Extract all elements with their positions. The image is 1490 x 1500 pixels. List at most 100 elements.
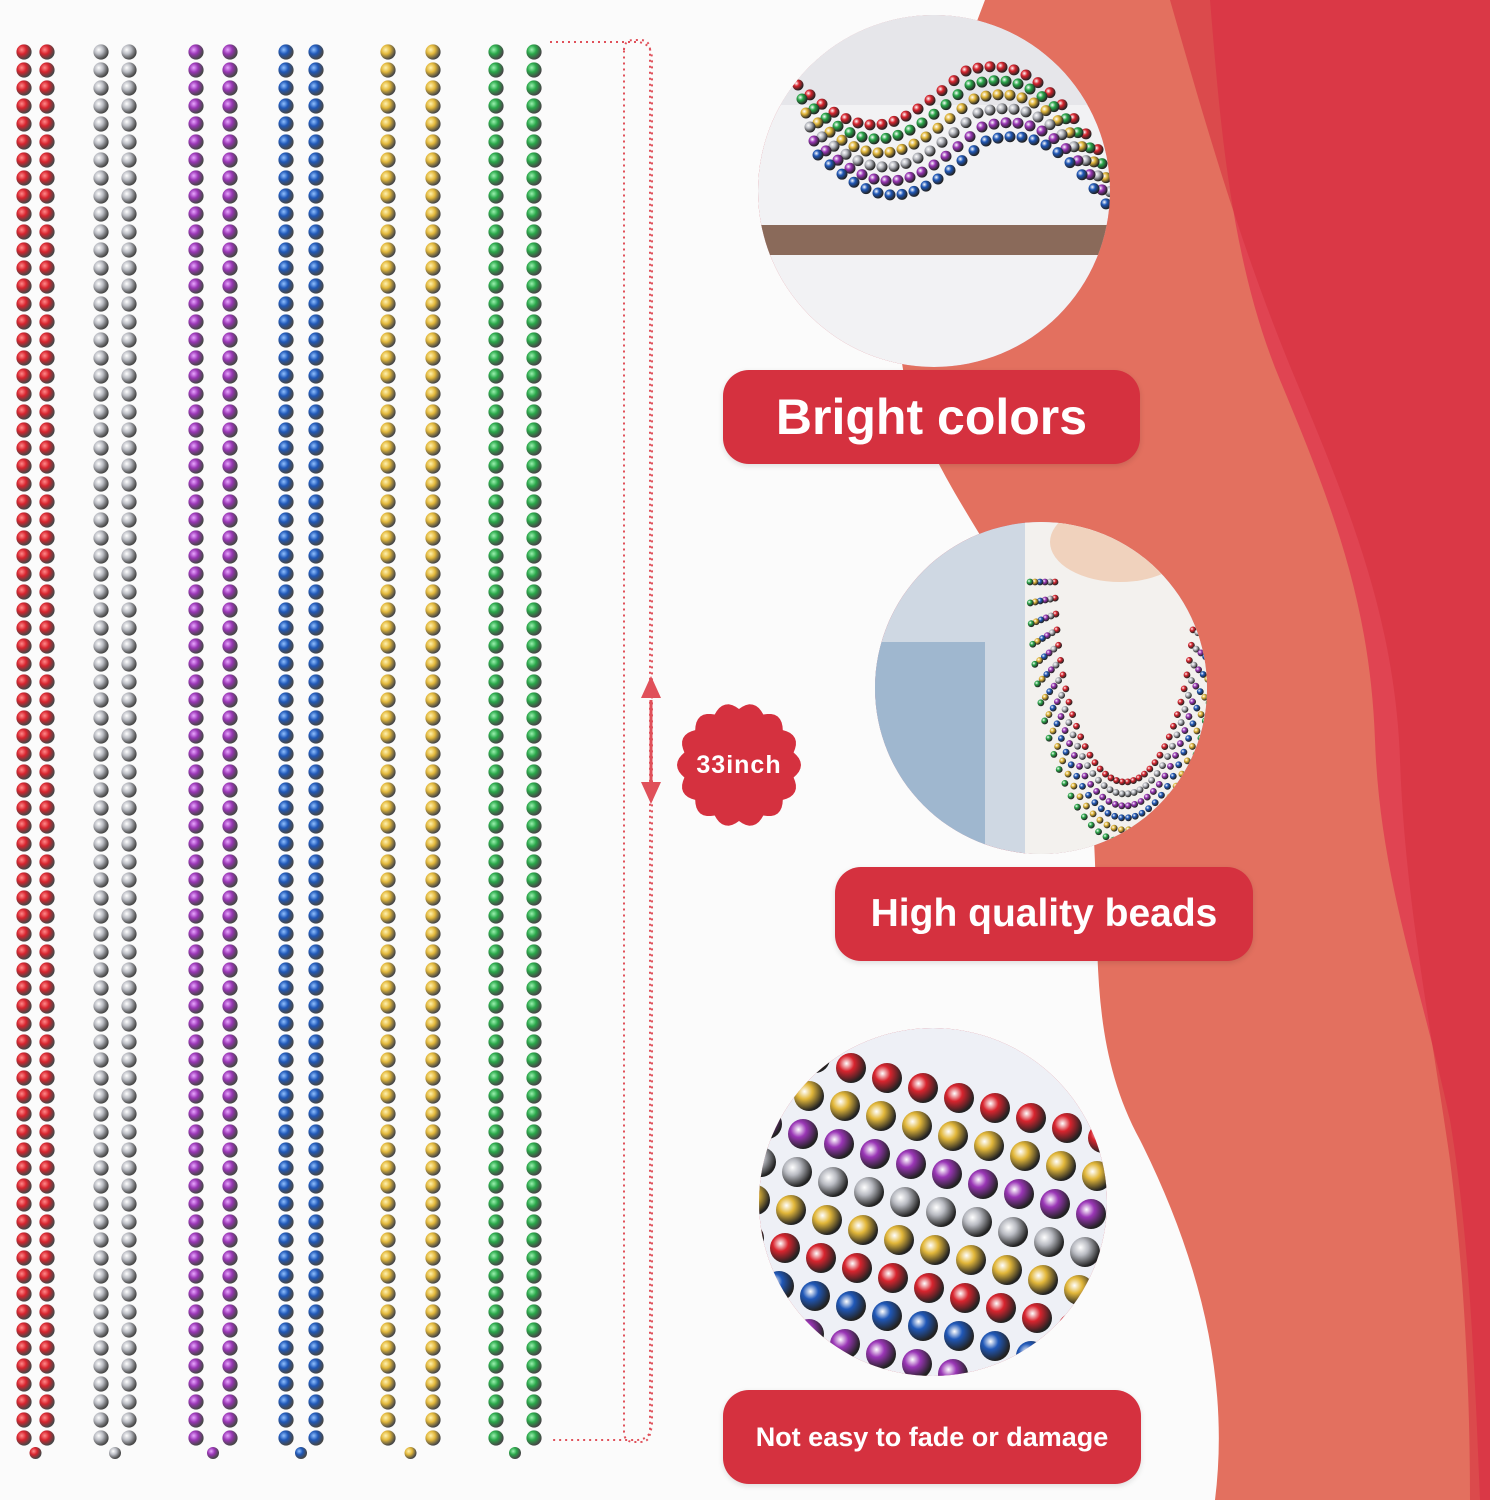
- bead: [93, 1142, 109, 1158]
- bead: [916, 117, 928, 129]
- bead: [188, 1070, 204, 1086]
- bead: [380, 116, 396, 132]
- bead: [121, 206, 137, 222]
- bead: [1097, 805, 1105, 813]
- bead: [1074, 803, 1081, 811]
- bead: [526, 602, 542, 618]
- bead: [425, 944, 441, 960]
- bead: [425, 1268, 441, 1284]
- bead: [488, 1124, 504, 1140]
- bead: [425, 764, 441, 780]
- bead: [278, 134, 294, 150]
- bead: [121, 656, 137, 672]
- bead: [818, 1167, 848, 1197]
- bead: [93, 170, 109, 186]
- bead: [1050, 682, 1058, 690]
- bead: [308, 728, 324, 744]
- bead: [39, 566, 55, 582]
- bead: [121, 1358, 137, 1374]
- bead: [16, 494, 32, 510]
- bead: [488, 782, 504, 798]
- bead: [16, 116, 32, 132]
- bead: [308, 206, 324, 222]
- bead: [278, 1358, 294, 1374]
- bead: [222, 476, 238, 492]
- bead: [1069, 731, 1077, 739]
- bead: [776, 1195, 806, 1225]
- bead: [16, 242, 32, 258]
- bead: [488, 386, 504, 402]
- bead: [39, 1034, 55, 1050]
- bead: [425, 620, 441, 636]
- bead: [782, 1157, 812, 1187]
- bead: [806, 1243, 836, 1273]
- bead: [526, 944, 542, 960]
- bead: [308, 1232, 324, 1248]
- bead: [222, 1412, 238, 1428]
- bead: [425, 1250, 441, 1266]
- bead: [1031, 660, 1039, 668]
- bead: [425, 1394, 441, 1410]
- bead: [16, 602, 32, 618]
- bead: [16, 692, 32, 708]
- bead: [936, 136, 948, 148]
- bead: [93, 692, 109, 708]
- bead: [526, 764, 542, 780]
- bead: [16, 926, 32, 942]
- bead: [16, 1250, 32, 1266]
- bead: [380, 422, 396, 438]
- bead: [1046, 1151, 1076, 1181]
- bead: [222, 386, 238, 402]
- bead: [488, 818, 504, 834]
- bead: [1004, 1179, 1034, 1209]
- bead: [188, 746, 204, 762]
- bead: [488, 530, 504, 546]
- bead: [380, 152, 396, 168]
- bead: [920, 180, 932, 192]
- bead: [278, 1394, 294, 1410]
- bead: [526, 728, 542, 744]
- bead: [39, 1232, 55, 1248]
- bead: [39, 1394, 55, 1410]
- bead: [39, 440, 55, 456]
- bead: [308, 188, 324, 204]
- bead: [39, 44, 55, 60]
- bead: [1183, 671, 1191, 679]
- bead: [425, 998, 441, 1014]
- bead: [1118, 814, 1125, 822]
- bead: [770, 1233, 800, 1263]
- bead: [222, 1340, 238, 1356]
- bead: [1076, 141, 1088, 153]
- bright-colors-photo: [758, 15, 1110, 367]
- bead: [1020, 106, 1032, 118]
- bead: [526, 620, 542, 636]
- bead: [1192, 645, 1200, 653]
- bead: [308, 1340, 324, 1356]
- bead: [308, 1124, 324, 1140]
- bead: [121, 1376, 137, 1392]
- bead: [188, 1232, 204, 1248]
- bead: [852, 117, 864, 129]
- bead: [278, 890, 294, 906]
- bead: [308, 440, 324, 456]
- bead: [425, 62, 441, 78]
- bead: [39, 80, 55, 96]
- bead: [278, 602, 294, 618]
- bead: [380, 530, 396, 546]
- bead: [278, 1016, 294, 1032]
- bead: [188, 656, 204, 672]
- bead: [93, 1196, 109, 1212]
- bead: [1073, 722, 1080, 730]
- bead: [902, 1111, 932, 1141]
- bead: [308, 602, 324, 618]
- bead: [222, 944, 238, 960]
- bead: [932, 122, 944, 134]
- bead: [380, 764, 396, 780]
- bead: [39, 98, 55, 114]
- bead: [526, 1430, 542, 1446]
- bead: [121, 1412, 137, 1428]
- bead: [1065, 719, 1073, 726]
- bead: [188, 584, 204, 600]
- bead: [956, 103, 968, 115]
- bead: [222, 188, 238, 204]
